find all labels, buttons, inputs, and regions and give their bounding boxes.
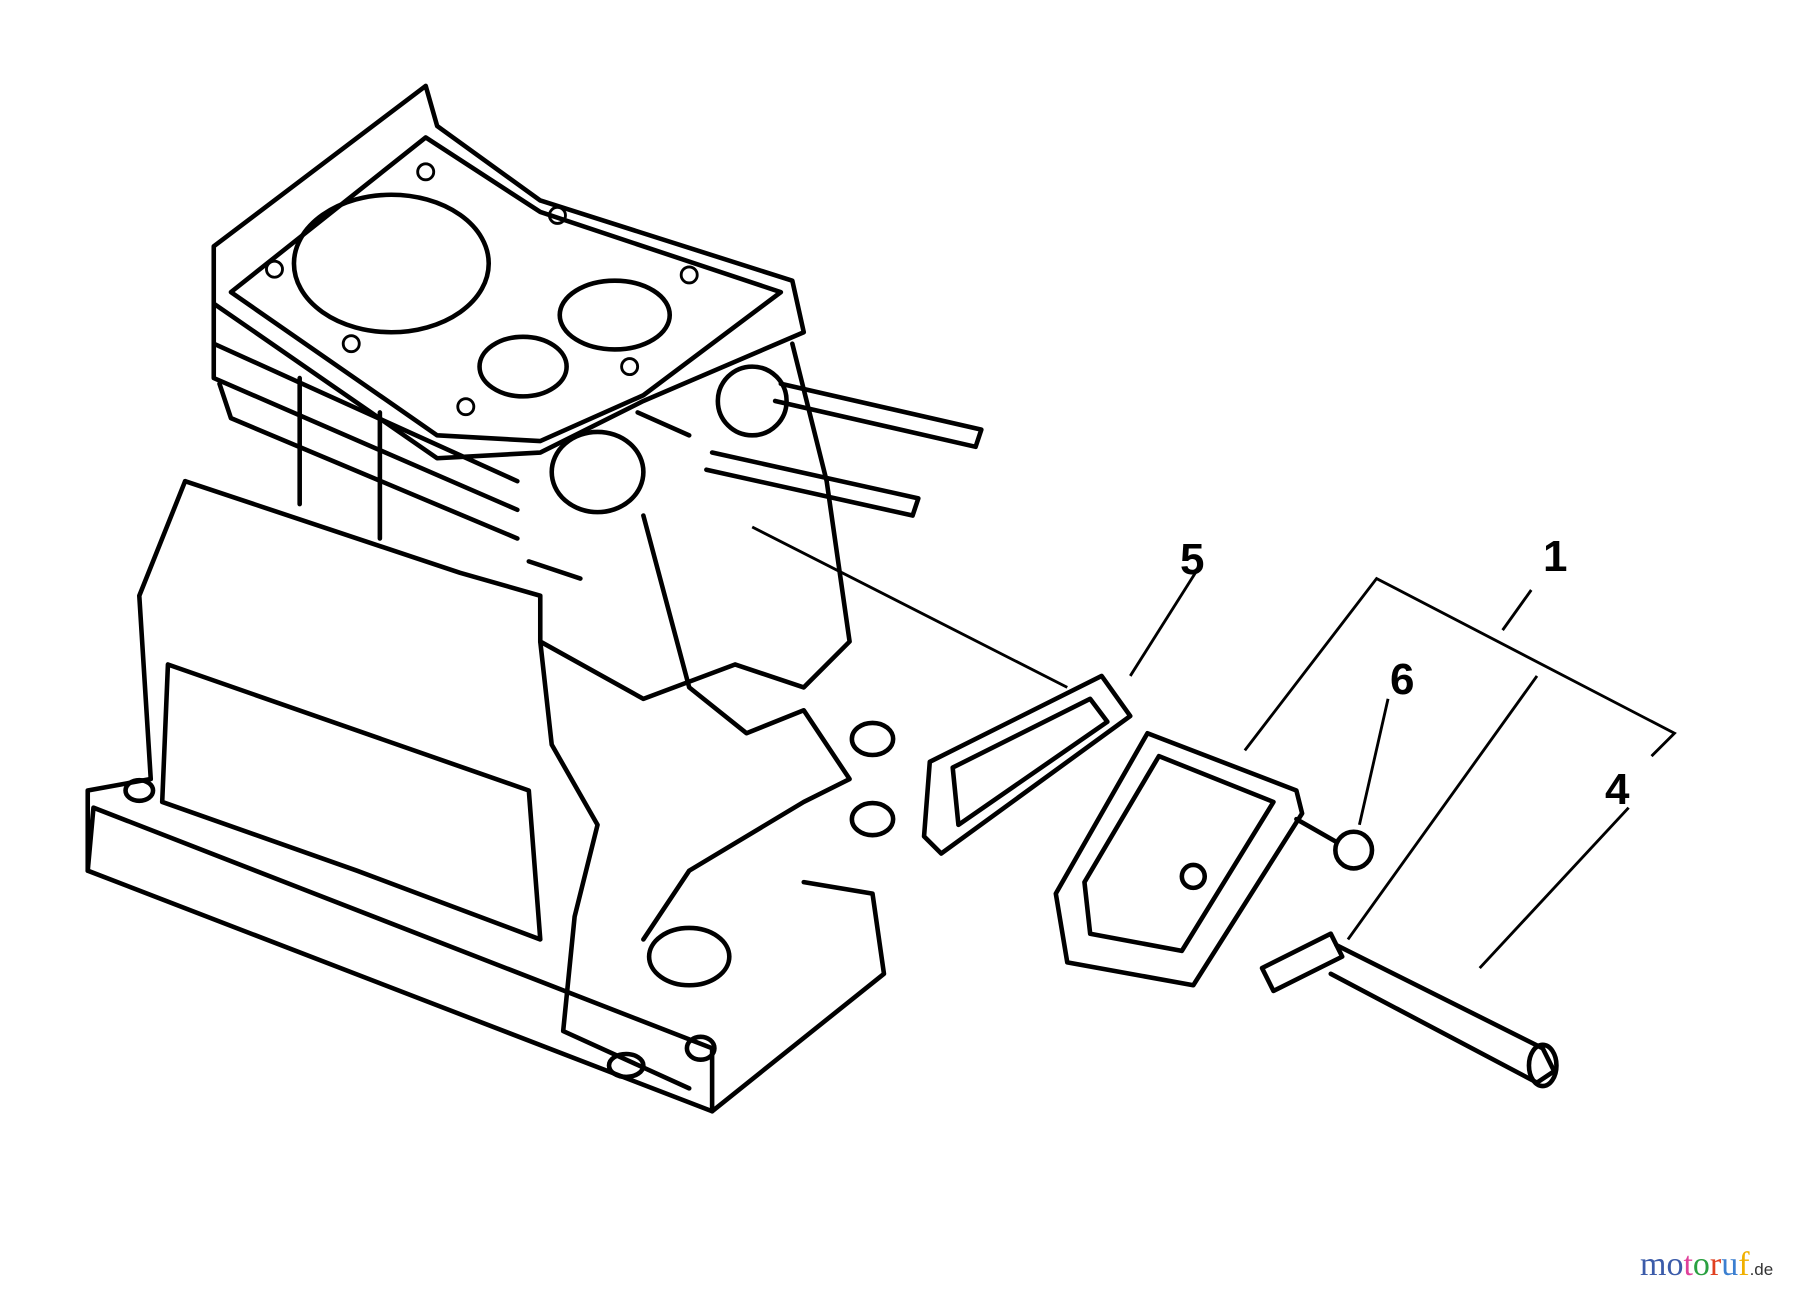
logo-tld: .de <box>1749 1260 1774 1279</box>
bolt-part-6 <box>1294 816 1375 871</box>
callout-6: 6 <box>1390 655 1415 704</box>
motoruf-watermark-logo: motoruf.de <box>1640 1246 1773 1284</box>
logo-letter: t <box>1683 1246 1693 1283</box>
logo-letter: o <box>1666 1246 1684 1283</box>
callout-leaders <box>1129 566 1677 970</box>
tube-part-4 <box>1259 931 1559 1089</box>
callout-5: 5 <box>1180 535 1205 584</box>
logo-letter: u <box>1721 1246 1739 1283</box>
logo-letter: m <box>1640 1246 1667 1283</box>
logo-letter: r <box>1709 1246 1722 1283</box>
callout-4: 4 <box>1605 765 1630 814</box>
logo-letter: o <box>1692 1246 1710 1283</box>
cylinder-block <box>85 83 984 1114</box>
callout-1: 1 <box>1543 532 1568 581</box>
logo-letter: f <box>1738 1246 1750 1283</box>
leader-line <box>751 525 1068 689</box>
gasket-part-5 <box>921 673 1133 856</box>
cover-plate <box>1053 730 1305 988</box>
